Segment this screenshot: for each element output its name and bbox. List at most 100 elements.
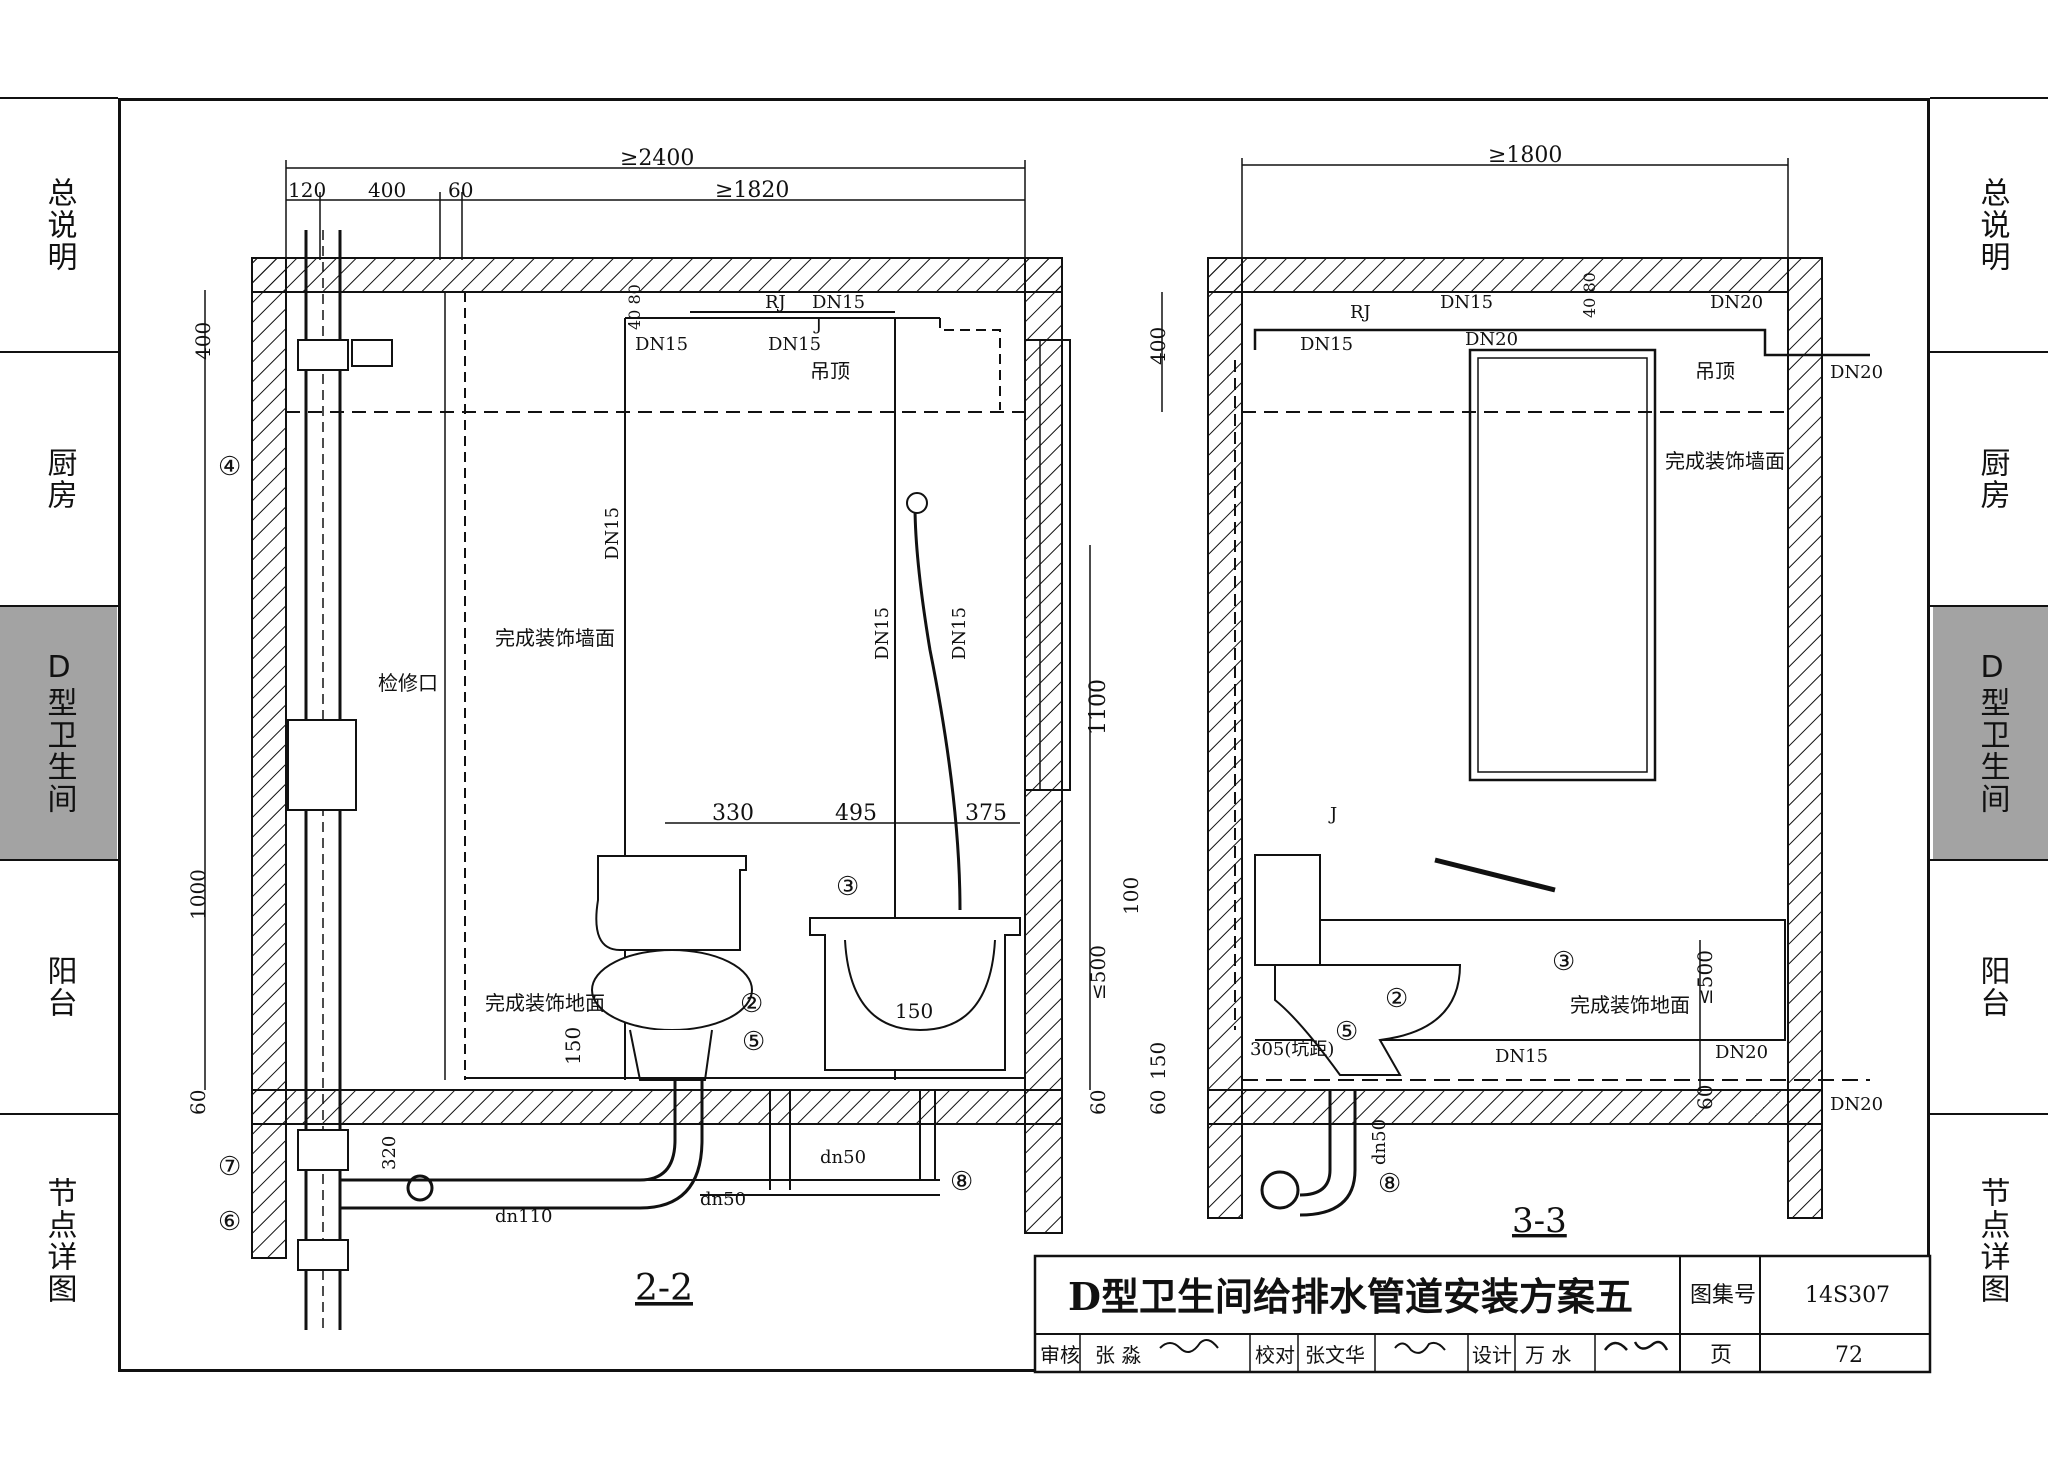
callout-6: ⑥ [218,1207,241,1237]
floor-slab-2-2 [251,1089,1063,1125]
label-j-top: J [813,314,822,335]
label-wall-finish: 完成装饰墙面 [495,626,615,650]
dim-h400: 400 [191,322,215,360]
dim-h400-3-3: 400 [1146,327,1170,365]
dim-h150-3-3: 150 [1146,1042,1170,1080]
dim-60: 60 [448,178,473,202]
dim-pit: 305(坑距) [1250,1039,1334,1060]
dim-495: 495 [835,801,877,826]
label-dn15-left: DN15 [635,334,688,355]
drawing-frame [118,98,1930,1372]
dim-h500: ≤500 [1086,945,1110,1000]
label-dn15c-3-3: DN15 [1495,1046,1548,1067]
label-dn110: dn110 [495,1206,552,1227]
reviewer-name: 张 淼 [1095,1343,1141,1367]
label-access: 检修口 [378,671,438,695]
page-number: 72 [1835,1343,1863,1368]
label-dn15-vert: DN15 [602,507,623,560]
review-label: 审核 [1040,1343,1080,1367]
signature-designer [1603,1340,1669,1351]
dim-h60-3-3: 60 [1146,1090,1170,1115]
ceiling-slab-2-2 [251,257,1063,293]
drawing-title: D型卫生间给排水管道安装方案五 [1068,1274,1633,1319]
label-rj-3-3: RJ [1350,302,1371,323]
section-2-2: ≥2400 120 400 60 ≥1820 330 495 375 150 4… [186,146,1143,1330]
dim-total-3-3: ≥1800 [1488,143,1562,168]
design-label: 设计 [1472,1343,1512,1367]
nav-tab-bathroom-d-right[interactable]: D型卫生间 [1933,606,2048,859]
label-dn15b-3-3: DN15 [1300,334,1353,355]
label-dn15-3-3: DN15 [1440,292,1493,313]
callout-3-3-5: ⑤ [1335,1017,1358,1047]
label-dn20e-3-3: DN20 [1830,1094,1883,1115]
label-wall-finish-3-3: 完成装饰墙面 [1665,449,1785,473]
check-label: 校对 [1255,1343,1295,1367]
label-floor-finish: 完成装饰地面 [485,991,605,1015]
section-title-3-3: 3-3 [1512,1201,1567,1241]
callout-3-3-3: ③ [1552,947,1575,977]
label-dn20b-3-3: DN20 [1710,292,1763,313]
dim-total-2-2: ≥2400 [620,146,694,171]
dim-h500-3-3: ≤500 [1693,950,1717,1005]
label-dn20d-3-3: DN20 [1715,1042,1768,1063]
nav-tab-general-right[interactable]: 总说明 [1974,176,2010,273]
callout-5: ⑤ [742,1027,765,1057]
label-ceiling-3-3: 吊顶 [1695,359,1735,383]
label-ceiling: 吊顶 [810,359,850,383]
callout-3-3-2: ② [1385,984,1408,1014]
dim-375: 375 [965,801,1007,826]
checker-name: 张文华 [1305,1343,1365,1367]
title-block: D型卫生间给排水管道安装方案五 图集号 14S307 审核 张 淼 校对 张文华… [1033,1254,1932,1374]
label-4080-3-3: 40 80 [1580,272,1599,318]
right-wall-2-2 [1024,257,1063,1234]
label-dn20c-3-3: DN20 [1830,362,1883,383]
dim-320: 320 [379,1136,400,1170]
callout-2: ② [740,989,763,1019]
nav-tab-balcony-right[interactable]: 阳台 [1974,954,2010,1019]
label-rj-top: RJ [765,292,786,313]
signature-reviewer [1159,1338,1446,1354]
dim-h150: 150 [561,1027,585,1065]
label-dn20-3-3: DN20 [1465,329,1518,350]
nav-tab-general[interactable]: 总说明 [41,176,77,273]
bathtub-2-2 [809,917,1021,1071]
dim-330: 330 [712,801,754,826]
callout-3-3-8: ⑧ [1378,1169,1401,1199]
dim-120: 120 [288,178,326,202]
dim-400: 400 [368,178,406,202]
callout-3: ③ [836,872,859,902]
label-dn50-3-3: dn50 [1369,1119,1390,1165]
dim-h60b-3-3: 60 [1693,1085,1717,1110]
label-dn15-vert-j: DN15 [949,607,970,660]
nav-tab-details-right[interactable]: 节点详图 [1974,1176,2010,1305]
label-j-3-3: J [1328,804,1337,825]
dim-h60r: 60 [1086,1090,1110,1115]
label-dn15-top: DN15 [812,292,865,313]
callout-4: ④ [218,452,241,482]
toilet-3-3 [1254,854,1321,966]
label-dn50-b: dn50 [820,1147,866,1168]
section-title-2-2: 2-2 [635,1268,693,1309]
dim-150: 150 [895,999,933,1023]
section-3-3: ≥1800 400 150 60 ≤500 60 305(坑距) RJ DN15… [1146,143,1883,1241]
toilet-2-2 [595,855,747,951]
callout-7: ⑦ [218,1152,241,1182]
nav-tab-kitchen[interactable]: 厨房 [41,446,77,511]
nav-tab-balcony[interactable]: 阳台 [41,954,77,1019]
dim-h100: 100 [1119,877,1143,915]
callout-8: ⑧ [950,1167,973,1197]
dim-h60: 60 [186,1090,210,1115]
nav-tab-bathroom-d[interactable]: D型卫生间 [0,606,117,859]
nav-tab-details[interactable]: 节点详图 [41,1176,77,1305]
label-dn15-mid: DN15 [768,334,821,355]
label-dn50-a: dn50 [700,1189,746,1210]
atlas-label: 图集号 [1690,1283,1756,1308]
dim-h1000: 1000 [186,869,210,920]
page-label: 页 [1710,1343,1732,1368]
designer-name: 万 水 [1525,1343,1571,1367]
label-floor-finish-3-3: 完成装饰地面 [1570,993,1690,1017]
label-4080: 40 80 [625,284,644,330]
dim-1820: ≥1820 [715,178,789,203]
nav-tab-kitchen-right[interactable]: 厨房 [1974,446,2010,511]
